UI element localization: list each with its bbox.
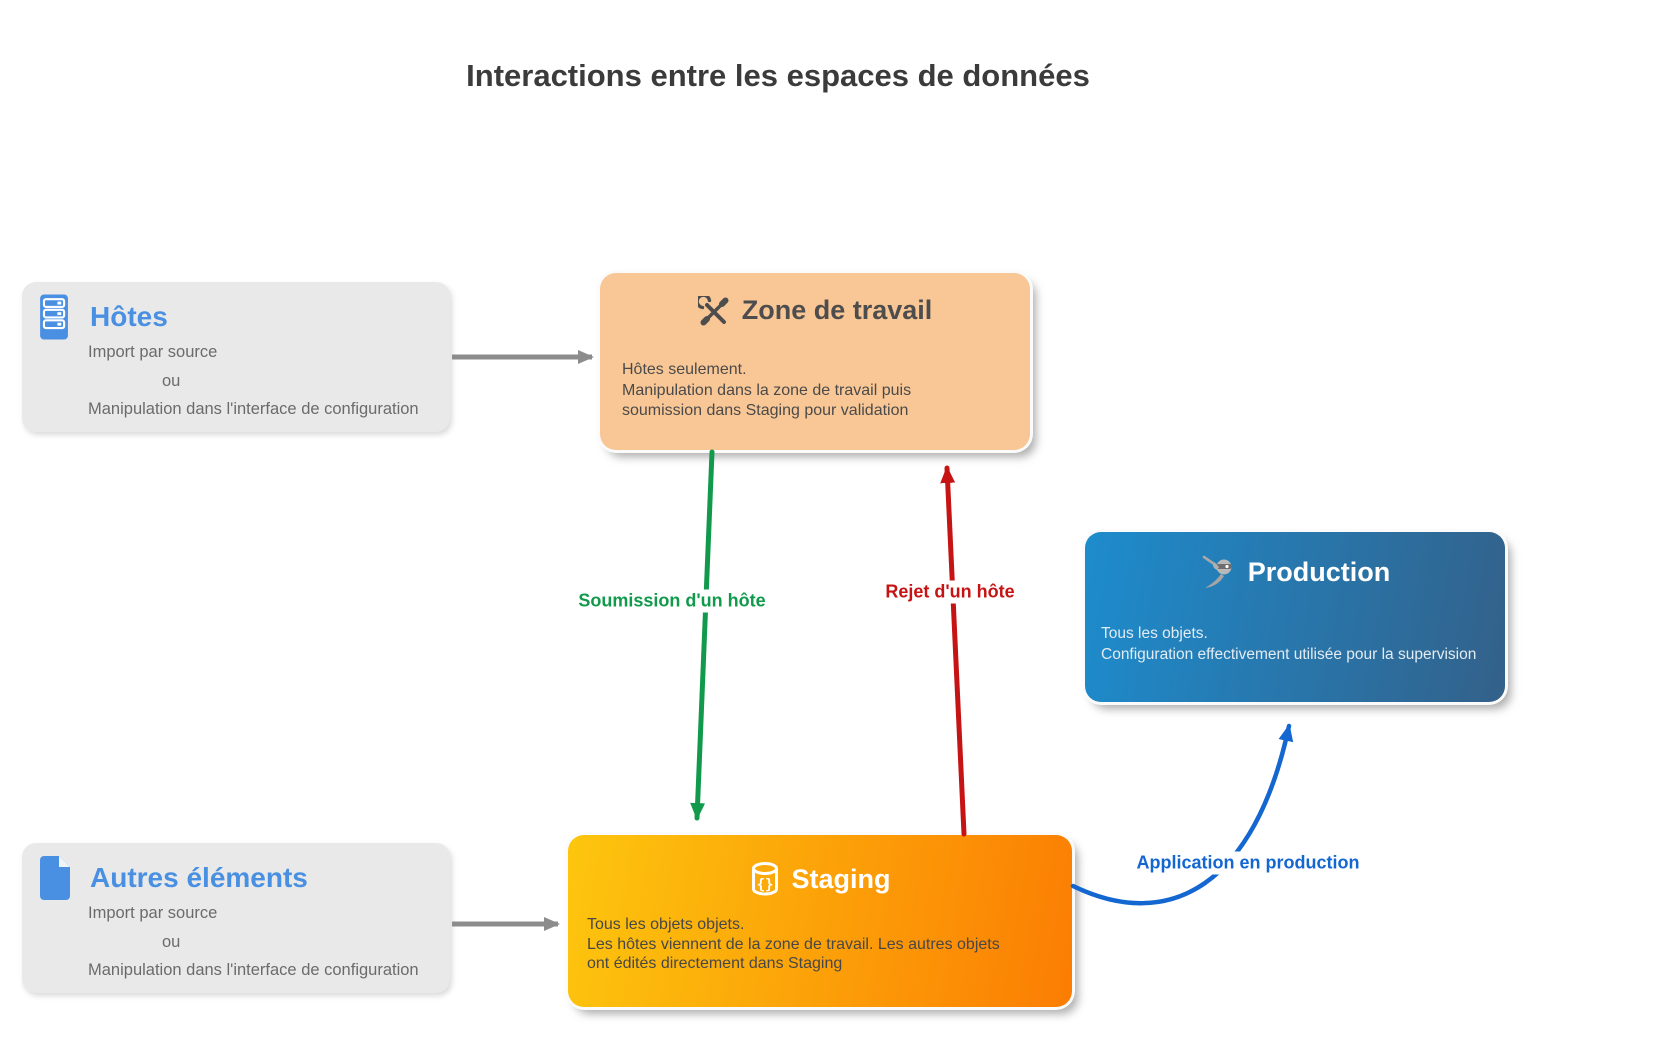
ninja-icon (1202, 555, 1232, 588)
hotes-box-body: Import par source ou Manipulation dans l… (88, 338, 419, 424)
zone-line-2: Manipulation dans la zone de travail pui… (622, 381, 912, 399)
staging-line-1: Tous les objets objets. (587, 916, 745, 933)
hotes-line-2: ou (162, 371, 181, 390)
production-line-2: Configuration effectivement utilisée pou… (1101, 645, 1477, 663)
production-line-1: Tous les objets. (1101, 625, 1208, 642)
autres-line-2: ou (162, 932, 181, 951)
rejet-label: Rejet d'un hôte (880, 580, 1020, 604)
zone-de-travail-box: Zone de travail Hôtes seulement. Manipul… (600, 273, 1030, 450)
arrow-application-production (1070, 723, 1294, 906)
arrow-rejet (940, 465, 967, 837)
application-label: Application en production (1131, 851, 1365, 875)
svg-text:{}: {} (756, 877, 773, 893)
autres-elements-box: Autres éléments Import par source ou Man… (22, 843, 450, 993)
hotes-box-title: Hôtes (90, 301, 168, 332)
production-box-header: Production (1085, 554, 1505, 590)
zone-box-title: Zone de travail (741, 295, 933, 325)
zone-box-body: Hôtes seulement. Manipulation dans la zo… (622, 360, 1030, 422)
arrow-soumission (690, 449, 715, 821)
staging-box-title: Staging (791, 863, 891, 894)
staging-line-3: ont édités directement dans Staging (587, 955, 843, 972)
server-icon (40, 294, 68, 340)
staging-box: {} Staging Tous les objets objets. Les h… (568, 835, 1072, 1007)
staging-line-2: Les hôtes viennent de la zone de travail… (587, 935, 1000, 953)
autres-box-body: Import par source ou Manipulation dans l… (88, 899, 419, 985)
hotes-box-header: Hôtes (38, 293, 168, 341)
staging-box-body: Tous les objets objets. Les hôtes vienne… (587, 915, 1072, 974)
soumission-label: Soumission d'un hôte (573, 589, 771, 613)
production-box-title: Production (1247, 556, 1391, 587)
page-title: Interactions entre les espaces de donnée… (466, 58, 1090, 93)
production-box-body: Tous les objets. Configuration effective… (1101, 624, 1505, 665)
autres-box-title: Autres éléments (90, 862, 308, 893)
hotes-line-3: Manipulation dans l'interface de configu… (88, 400, 419, 418)
hotes-box: Hôtes Import par source ou Manipulation … (22, 282, 450, 432)
autres-line-1: Import par source (88, 904, 218, 922)
document-icon (40, 856, 70, 900)
staging-box-header: {} Staging (568, 861, 1072, 897)
zone-line-1: Hôtes seulement. (622, 361, 747, 378)
autres-line-3: Manipulation dans l'interface de configu… (88, 961, 419, 979)
tools-icon (697, 295, 729, 325)
zone-box-header: Zone de travail (600, 295, 1030, 326)
zone-line-3: soumission dans Staging pour validation (622, 402, 909, 419)
hotes-line-1: Import par source (88, 343, 218, 361)
production-box: Production Tous les objets. Configuratio… (1085, 532, 1505, 702)
database-icon: {} (751, 862, 778, 896)
autres-box-header: Autres éléments (38, 854, 308, 902)
